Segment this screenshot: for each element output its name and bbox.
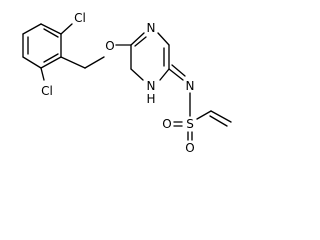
molecule-structure-diagram: Cl Cl O N N H N S O O bbox=[22, 11, 232, 155]
bond bbox=[157, 32, 170, 46]
bond bbox=[84, 56, 105, 69]
bond bbox=[60, 23, 73, 35]
bond bbox=[159, 68, 170, 81]
bond bbox=[43, 28, 59, 38]
bond bbox=[171, 64, 186, 77]
nitrogen-atom-label: N bbox=[186, 79, 195, 93]
chlorine-atom-label: Cl bbox=[74, 11, 86, 25]
dichlorophenyl-ring bbox=[22, 23, 62, 69]
bond bbox=[168, 68, 184, 81]
bond bbox=[130, 68, 144, 81]
bond bbox=[40, 23, 62, 35]
oxygen-atom-label: O bbox=[185, 141, 194, 155]
sulfur-atom-label: S bbox=[186, 117, 194, 131]
oxygen-atom-label: O bbox=[105, 39, 114, 53]
bond bbox=[22, 56, 42, 69]
pyrazine-ring bbox=[130, 32, 170, 81]
bond bbox=[134, 36, 147, 47]
bond bbox=[209, 115, 228, 127]
nitrogen-atom-label: N bbox=[147, 21, 156, 35]
nitrogen-atom-label: N bbox=[147, 79, 156, 93]
bond bbox=[40, 67, 45, 81]
hydrogen-atom-label: H bbox=[146, 92, 155, 106]
bond bbox=[43, 53, 59, 63]
oxygen-atom-label: O bbox=[162, 117, 171, 131]
bond bbox=[60, 56, 86, 69]
bond bbox=[130, 32, 145, 46]
bond bbox=[210, 110, 232, 123]
chlorine-atom-label: Cl bbox=[41, 84, 53, 98]
bond bbox=[22, 23, 42, 35]
bond bbox=[40, 56, 62, 69]
bond bbox=[196, 110, 212, 120]
